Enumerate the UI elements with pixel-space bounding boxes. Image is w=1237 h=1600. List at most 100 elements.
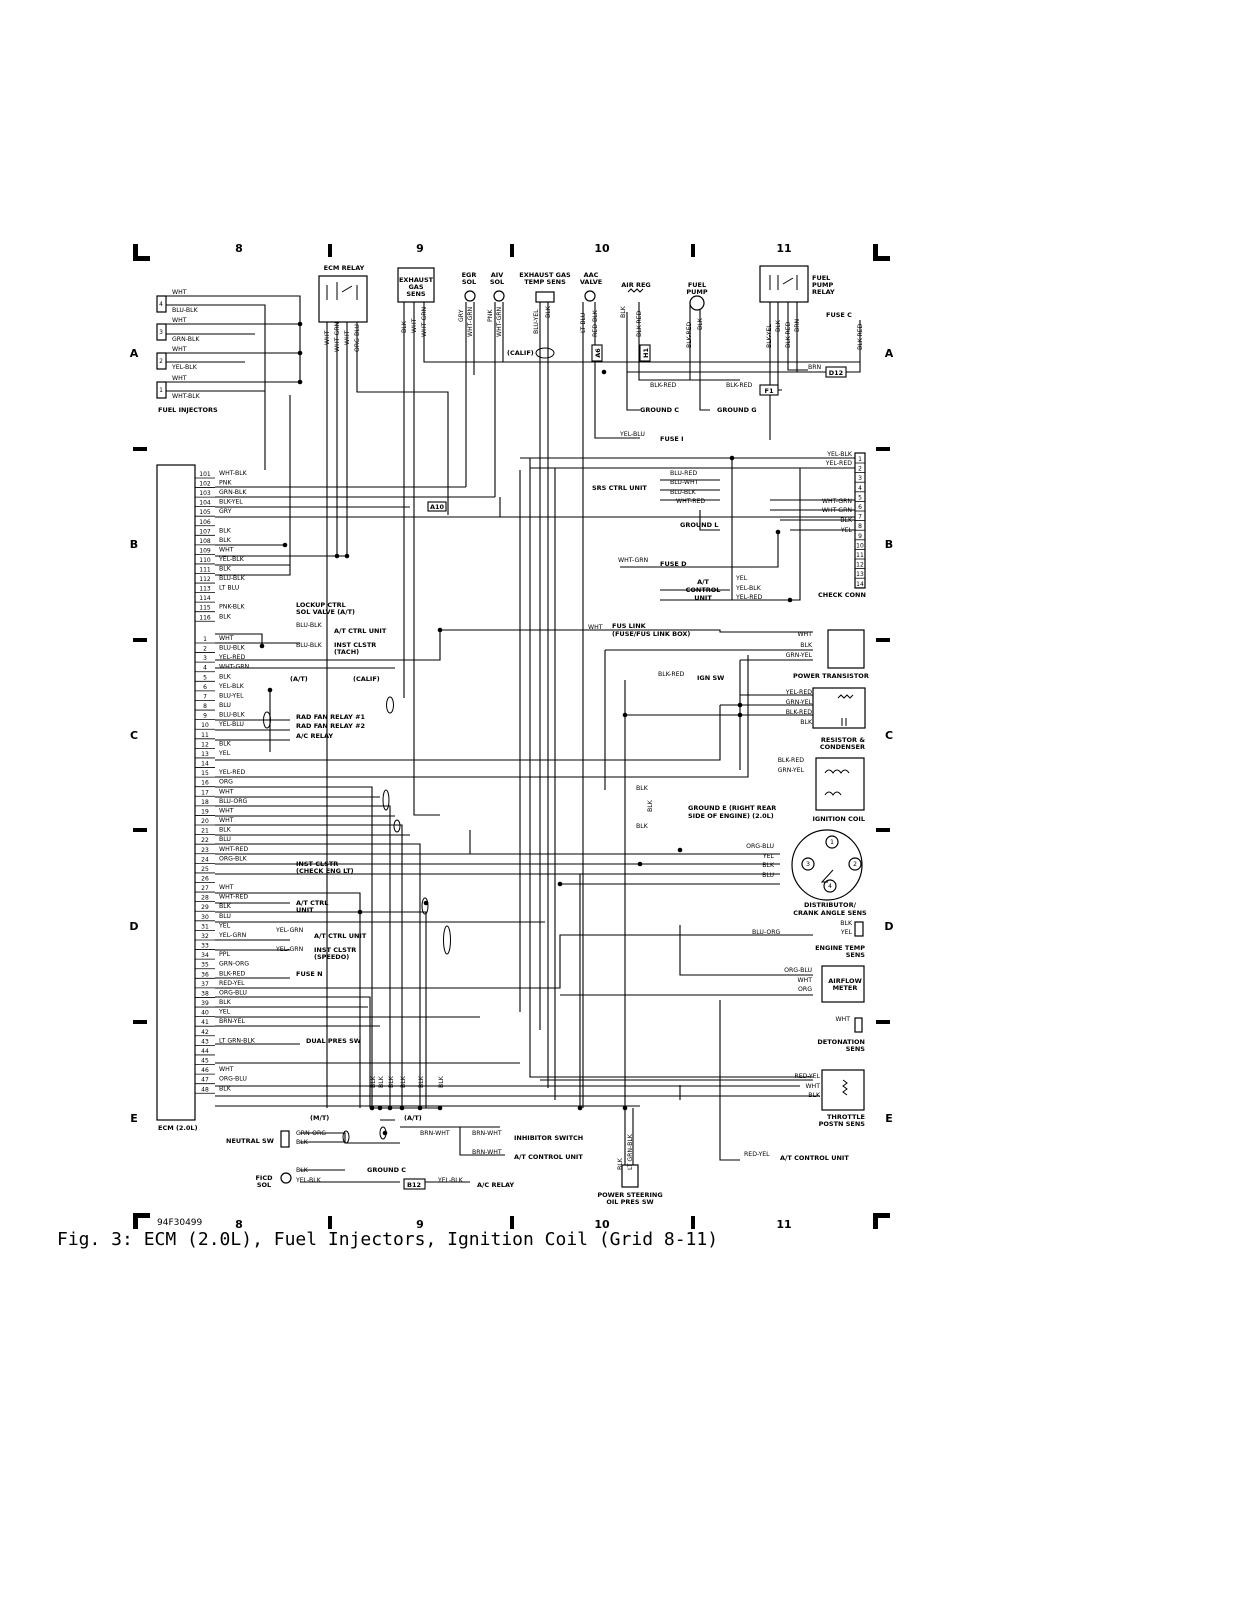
svg-text:BLU-WHT: BLU-WHT: [670, 479, 699, 486]
ecm-pin-number: 9: [203, 713, 207, 720]
svg-text:BLK: BLK: [697, 317, 704, 330]
svg-text:GRY: GRY: [458, 309, 465, 322]
svg-text:BLK: BLK: [296, 1139, 309, 1146]
top-wire-labels: WHT WHT-GRN WHT ORG-BLU BLK WHT WHT-GRN …: [324, 305, 864, 438]
svg-text:SOL: SOL: [257, 1181, 271, 1189]
figure-id: 94F30499: [157, 1218, 203, 1228]
connector-h1: H1: [642, 348, 650, 358]
svg-text:2: 2: [853, 861, 857, 868]
svg-text:BLK: BLK: [617, 1157, 624, 1170]
svg-text:FUSE C: FUSE C: [826, 311, 852, 319]
svg-text:FUEL INJECTORS: FUEL INJECTORS: [158, 406, 218, 414]
svg-text:GROUND G: GROUND G: [717, 406, 757, 414]
svg-text:GRN-YEL: GRN-YEL: [786, 699, 813, 706]
svg-text:BLK-YEL: BLK-YEL: [766, 324, 773, 348]
svg-text:CRANK ANGLE SENS: CRANK ANGLE SENS: [793, 909, 867, 917]
col-label-11: 11: [776, 242, 791, 255]
ecm-pin-wire-color: YEL-BLU: [218, 721, 244, 728]
row-label-e-right: E: [885, 1112, 893, 1125]
svg-text:BLK: BLK: [545, 305, 552, 318]
ecm-pin-number: 33: [201, 943, 209, 950]
connector-labels: A10 A6 H1 F1 D12 B12: [407, 348, 843, 1189]
svg-text:WHT-RED: WHT-RED: [676, 498, 705, 505]
col-label-9-bottom: 9: [416, 1218, 424, 1231]
svg-text:UNIT: UNIT: [296, 906, 314, 914]
svg-text:A/T CTRL: A/T CTRL: [296, 899, 328, 907]
ecm-pin-number: 43: [201, 1038, 209, 1045]
svg-text:BLK-RED: BLK-RED: [636, 310, 643, 337]
ecm-pin-number: 42: [201, 1029, 209, 1036]
ecm-pin-wire-color: PPL: [219, 951, 230, 958]
svg-text:BLK-RED: BLK-RED: [658, 671, 685, 678]
svg-text:GRN-ORG: GRN-ORG: [296, 1130, 326, 1137]
ecm-pin-wire-color: YEL-BLK: [218, 683, 245, 690]
row-label-a-right: A: [885, 347, 894, 360]
ecm-pin-wire-color: WHT: [219, 788, 234, 795]
ecm-pin-number: 114: [199, 595, 211, 602]
svg-text:BRN: BRN: [808, 364, 822, 371]
row-label-c-right: C: [885, 729, 893, 742]
svg-text:YEL-BLK: YEL-BLK: [171, 364, 198, 371]
ecm-pin-number: 41: [201, 1019, 209, 1026]
svg-text:SENS: SENS: [406, 290, 426, 298]
svg-text:SOL: SOL: [462, 278, 476, 286]
svg-text:INST CLSTR: INST CLSTR: [334, 641, 376, 649]
svg-text:SENS: SENS: [846, 1045, 866, 1053]
ecm-pin-number: 35: [201, 962, 209, 969]
ecm-pin-number: 31: [201, 923, 209, 930]
svg-text:BLK: BLK: [378, 1075, 385, 1088]
ecm-pin-wire-color: WHT-GRN: [219, 664, 250, 671]
ecm-pin-number: 39: [201, 1000, 209, 1007]
ecm-pin-number: 109: [199, 547, 211, 554]
svg-text:YEL-GRN: YEL-GRN: [275, 946, 304, 953]
svg-text:METER: METER: [833, 984, 858, 992]
svg-text:ECM (2.0L): ECM (2.0L): [158, 1124, 198, 1132]
ecm-pin-wire-color: YEL: [218, 750, 231, 757]
svg-text:(CALIF): (CALIF): [507, 349, 534, 357]
svg-text:RAD FAN RELAY #2: RAD FAN RELAY #2: [296, 722, 365, 730]
ecm-pin-wire-color: LT BLU: [219, 585, 239, 592]
ecm-pin-wire-color: BLU: [219, 913, 231, 920]
ecm-pin-number: 36: [201, 971, 209, 978]
svg-text:AAC: AAC: [584, 271, 599, 279]
svg-text:WHT: WHT: [344, 330, 351, 345]
svg-text:BLK: BLK: [388, 1075, 395, 1088]
svg-text:FUS LINK: FUS LINK: [612, 622, 647, 630]
check-conn-pin-number: 5: [858, 494, 862, 501]
svg-text:BRN-WHT: BRN-WHT: [472, 1149, 502, 1156]
svg-text:BRN-WHT: BRN-WHT: [420, 1130, 450, 1137]
ecm-pin-number: 111: [199, 567, 211, 574]
svg-text:BLK: BLK: [808, 1092, 821, 1099]
svg-text:BLK-RED: BLK-RED: [726, 382, 753, 389]
ecm-pin-number: 15: [201, 770, 209, 777]
svg-text:3: 3: [159, 329, 163, 336]
ecm-pin-wire-color: ORG-BLK: [219, 855, 248, 862]
svg-text:WHT: WHT: [797, 977, 812, 984]
connector-a10: A10: [430, 503, 445, 511]
svg-text:WHT: WHT: [588, 624, 603, 631]
figure-caption: Fig. 3: ECM (2.0L), Fuel Injectors, Igni…: [57, 1229, 719, 1250]
svg-text:LOCKUP CTRL: LOCKUP CTRL: [296, 601, 346, 609]
check-conn-pin-number: 11: [856, 552, 864, 559]
svg-text:A/T CTRL UNIT: A/T CTRL UNIT: [314, 932, 367, 940]
svg-text:FICD: FICD: [255, 1174, 273, 1182]
inline-connectors: [403, 344, 847, 1190]
connector-b12: B12: [407, 1181, 421, 1189]
svg-text:YEL: YEL: [762, 853, 775, 860]
svg-text:YEL-BLK: YEL-BLK: [826, 451, 853, 458]
svg-text:CONTROL: CONTROL: [686, 586, 721, 594]
component-details: [263, 275, 854, 1144]
ecm-pin-number: 1: [203, 636, 207, 643]
svg-text:GRN-YEL: GRN-YEL: [786, 652, 813, 659]
ecm-pin-number: 116: [199, 614, 211, 621]
ecm-pin-number: 27: [201, 885, 209, 892]
row-label-e: E: [130, 1112, 138, 1125]
svg-text:4: 4: [828, 883, 832, 890]
check-conn-pin-number: 12: [856, 562, 864, 569]
svg-text:RAD FAN RELAY #1: RAD FAN RELAY #1: [296, 713, 366, 721]
ecm-pin-number: 103: [199, 490, 211, 497]
svg-text:YEL-BLK: YEL-BLK: [735, 585, 762, 592]
svg-text:(TACH): (TACH): [334, 648, 359, 656]
svg-text:WHT-GRN: WHT-GRN: [822, 507, 853, 514]
col-label-11-bottom: 11: [776, 1218, 791, 1231]
